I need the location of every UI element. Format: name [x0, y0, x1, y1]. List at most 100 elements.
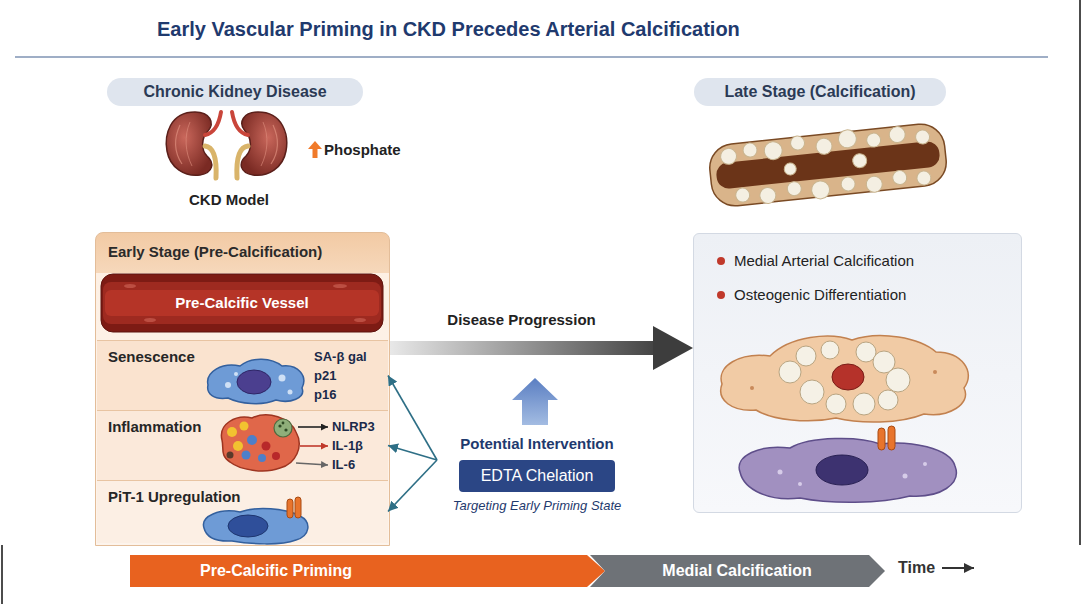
pill-label: Late Stage (Calcification) — [724, 78, 915, 106]
panel-heading: Early Stage (Pre-Calcification) — [108, 242, 377, 262]
category-pill: Chronic Kidney Disease — [107, 78, 363, 106]
intervention-note: Targeting Early Priming State — [453, 498, 622, 514]
kidney-illustration — [166, 112, 286, 178]
calcified-vessel — [790, 135, 805, 150]
calcified-vessel — [866, 132, 881, 147]
osteogenic-cell — [923, 462, 927, 466]
senescent-cell — [237, 370, 271, 394]
pre-calcific-vessel — [105, 290, 379, 316]
pre-calcific-vessel — [101, 274, 383, 332]
inflammatory-cell — [242, 451, 251, 460]
kidney-illustration — [166, 112, 221, 178]
osteogenic-cell — [778, 470, 783, 475]
pit1-cell — [287, 499, 293, 518]
increase-arrow-icon — [308, 141, 322, 158]
kidney-illustration — [176, 125, 182, 164]
osteogenic-cell — [816, 455, 868, 485]
timeline-band: Medial Calcification — [590, 555, 885, 587]
pill-label: Chronic Kidney Disease — [143, 78, 326, 106]
kidney-illustration — [232, 112, 248, 135]
pre-calcific-vessel — [103, 282, 381, 324]
pre-calcific-vessel — [124, 284, 136, 288]
timeline-band: Pre-Calcific Priming — [130, 555, 605, 587]
kidney-illustration — [261, 122, 267, 166]
marker-label: NLRP3 — [332, 417, 377, 436]
vessel-label: Pre-Calcific Vessel — [101, 293, 383, 313]
mechanism-row: InflammationNLRP3IL-1βIL-6 — [97, 410, 388, 481]
calcified-vessel — [720, 148, 738, 166]
kidney-illustration — [205, 112, 221, 135]
calcified-vessel — [707, 120, 949, 210]
inflammatory-cell — [221, 415, 328, 471]
mechanism-row: PiT-1 Upregulation — [97, 480, 388, 543]
kidney-illustration — [237, 146, 248, 178]
diagram-title: Early Vascular Priming in CKD Precedes A… — [157, 16, 740, 42]
kidney-illustration — [186, 122, 192, 166]
edge-label: Disease Progression — [443, 310, 599, 330]
calcified-vessel — [865, 175, 883, 193]
band-shape — [130, 555, 605, 587]
calcified-cell — [873, 351, 895, 373]
mechanism-row: SenescenceSA-β galp21p16 — [97, 340, 388, 411]
increase-arrow-icon — [308, 141, 322, 158]
calcified-cell — [779, 361, 801, 383]
title-rule — [15, 57, 1048, 58]
osteogenic-cell — [739, 426, 956, 502]
marker-label: p21 — [314, 366, 377, 385]
calcified-vessel — [735, 187, 750, 202]
pit1-cell — [203, 497, 307, 544]
calcified-cell — [856, 342, 876, 362]
senescent-cell — [208, 359, 304, 403]
bullet-item: Medial Arterial Calcification — [734, 251, 1005, 271]
outcome-panel: Medial Arterial CalcificationOsteogenic … — [693, 233, 1022, 513]
bullet-item: Osteogenic Differentiation — [734, 285, 1005, 305]
pre-calcific-vessel — [101, 274, 383, 332]
calcified-cell — [886, 368, 910, 392]
calcified-vessel — [892, 170, 907, 185]
senescent-cell — [225, 382, 231, 388]
frame-edge — [1, 545, 3, 604]
calcified-cell — [853, 393, 875, 415]
inflammatory-cell — [247, 435, 257, 445]
calcified-vessel — [784, 162, 797, 175]
senescent-cell — [279, 375, 286, 382]
calcified-vessel — [742, 142, 757, 157]
band-label: Medial Calcification — [605, 555, 869, 587]
osteogenic-cell — [888, 426, 895, 450]
marker-label: IL-1β — [332, 436, 377, 455]
pre-calcific-vessel — [333, 284, 347, 288]
osteogenic-cell — [739, 438, 956, 502]
intervention-box: Potential InterventionEDTA ChelationTarg… — [437, 434, 637, 514]
osteogenic-cell — [798, 482, 802, 486]
inflammatory-cell — [233, 441, 243, 451]
calcified-vessel — [815, 138, 833, 156]
stage-panel: Early Stage (Pre-Calcification) Pre-Calci… — [95, 232, 390, 546]
calcified-cell — [721, 336, 969, 423]
inflammatory-cell — [227, 427, 237, 437]
osteogenic-cell — [903, 474, 908, 479]
pit1-cell — [228, 515, 268, 537]
kidney-illustration — [166, 112, 211, 175]
calcified-vessel — [916, 170, 931, 185]
calcified-cell — [826, 394, 846, 414]
calcified-cell — [878, 390, 898, 410]
pit1-cell — [295, 497, 301, 518]
calcified-cell — [933, 370, 937, 374]
pit1-cell — [203, 509, 307, 544]
calcified-vessel — [715, 140, 940, 189]
calcified-vessel — [763, 141, 783, 161]
label-slot: CKD Model — [189, 191, 269, 209]
kidney-illustration — [232, 112, 287, 178]
kidney-illustration — [205, 146, 216, 178]
intervention-arrow — [512, 378, 558, 425]
calcified-cell — [832, 364, 864, 390]
marker-label: p16 — [314, 385, 377, 404]
time-arrow — [942, 568, 974, 569]
calcified-cell — [721, 336, 969, 423]
progression-arrow — [390, 341, 653, 355]
band-shape — [590, 555, 885, 587]
inflammatory-cell — [282, 422, 285, 425]
